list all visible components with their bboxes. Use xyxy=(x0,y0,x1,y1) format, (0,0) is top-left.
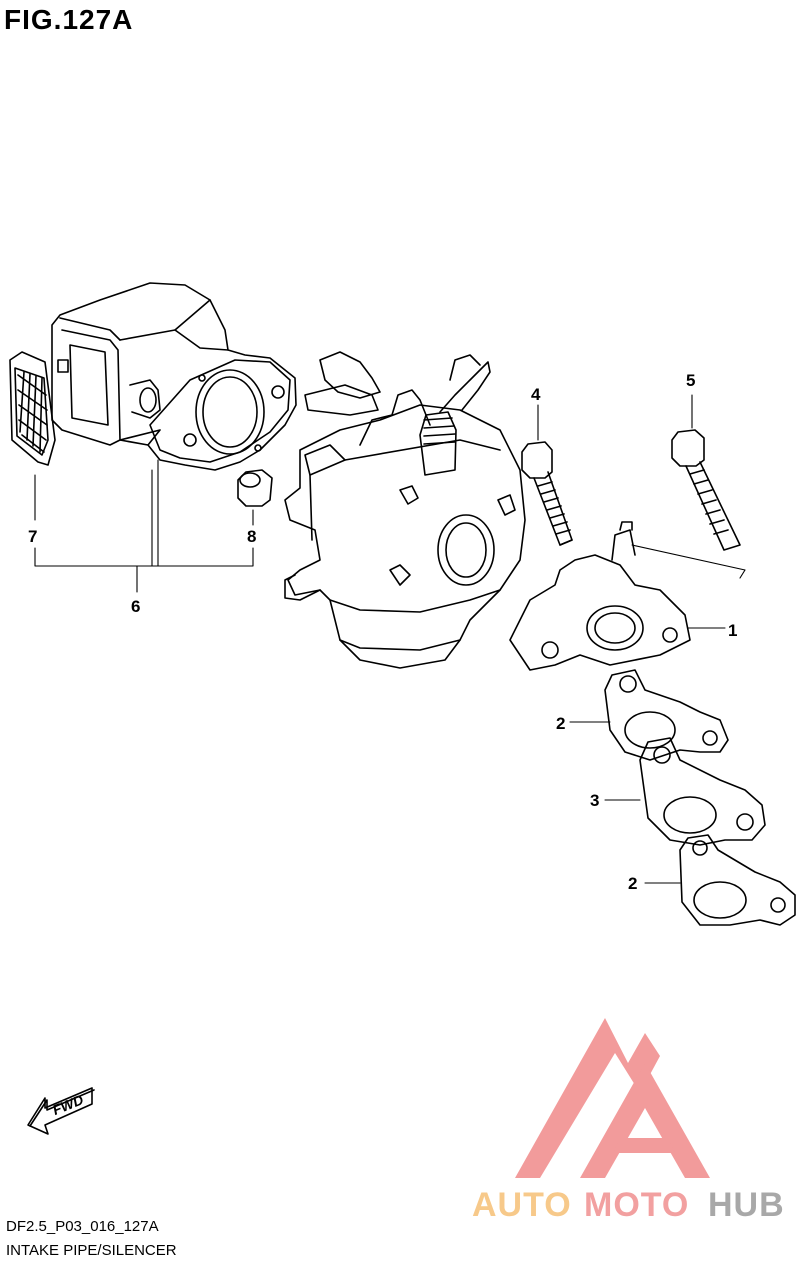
callout-8: 8 xyxy=(247,527,256,546)
brand-logo-icon xyxy=(515,1018,710,1178)
figure-title: FIG.127A xyxy=(4,4,134,35)
leader-lines xyxy=(34,394,746,884)
brand-text-auto: AUTO xyxy=(472,1186,572,1224)
insulator xyxy=(509,521,691,671)
filter-screen xyxy=(9,351,56,466)
bolt-4 xyxy=(521,441,573,546)
brand-watermark: AUTO MOTO HUB xyxy=(472,1018,785,1224)
callout-6: 6 xyxy=(131,597,140,616)
brand-text-moto: MOTO xyxy=(584,1186,689,1224)
gasket-3 xyxy=(639,737,766,846)
callout-4: 4 xyxy=(531,385,541,404)
callout-2-lower: 2 xyxy=(628,874,637,893)
gasket-2-upper xyxy=(604,669,729,761)
silencer-housing xyxy=(51,282,297,471)
callout-2-upper: 2 xyxy=(556,714,565,733)
brand-text-hub: HUB xyxy=(708,1186,785,1224)
carburetor xyxy=(284,351,526,669)
callout-5: 5 xyxy=(686,371,695,390)
callout-1: 1 xyxy=(728,621,737,640)
diagram-code: DF2.5_P03_016_127A xyxy=(6,1218,159,1235)
bolt-5 xyxy=(671,429,741,551)
diagram-caption: INTAKE PIPE/SILENCER xyxy=(6,1242,177,1259)
callout-7: 7 xyxy=(28,527,37,546)
fwd-arrow-icon xyxy=(27,1087,95,1135)
callout-3: 3 xyxy=(590,791,599,810)
collar xyxy=(237,469,273,507)
gasket-2-lower xyxy=(679,834,796,926)
